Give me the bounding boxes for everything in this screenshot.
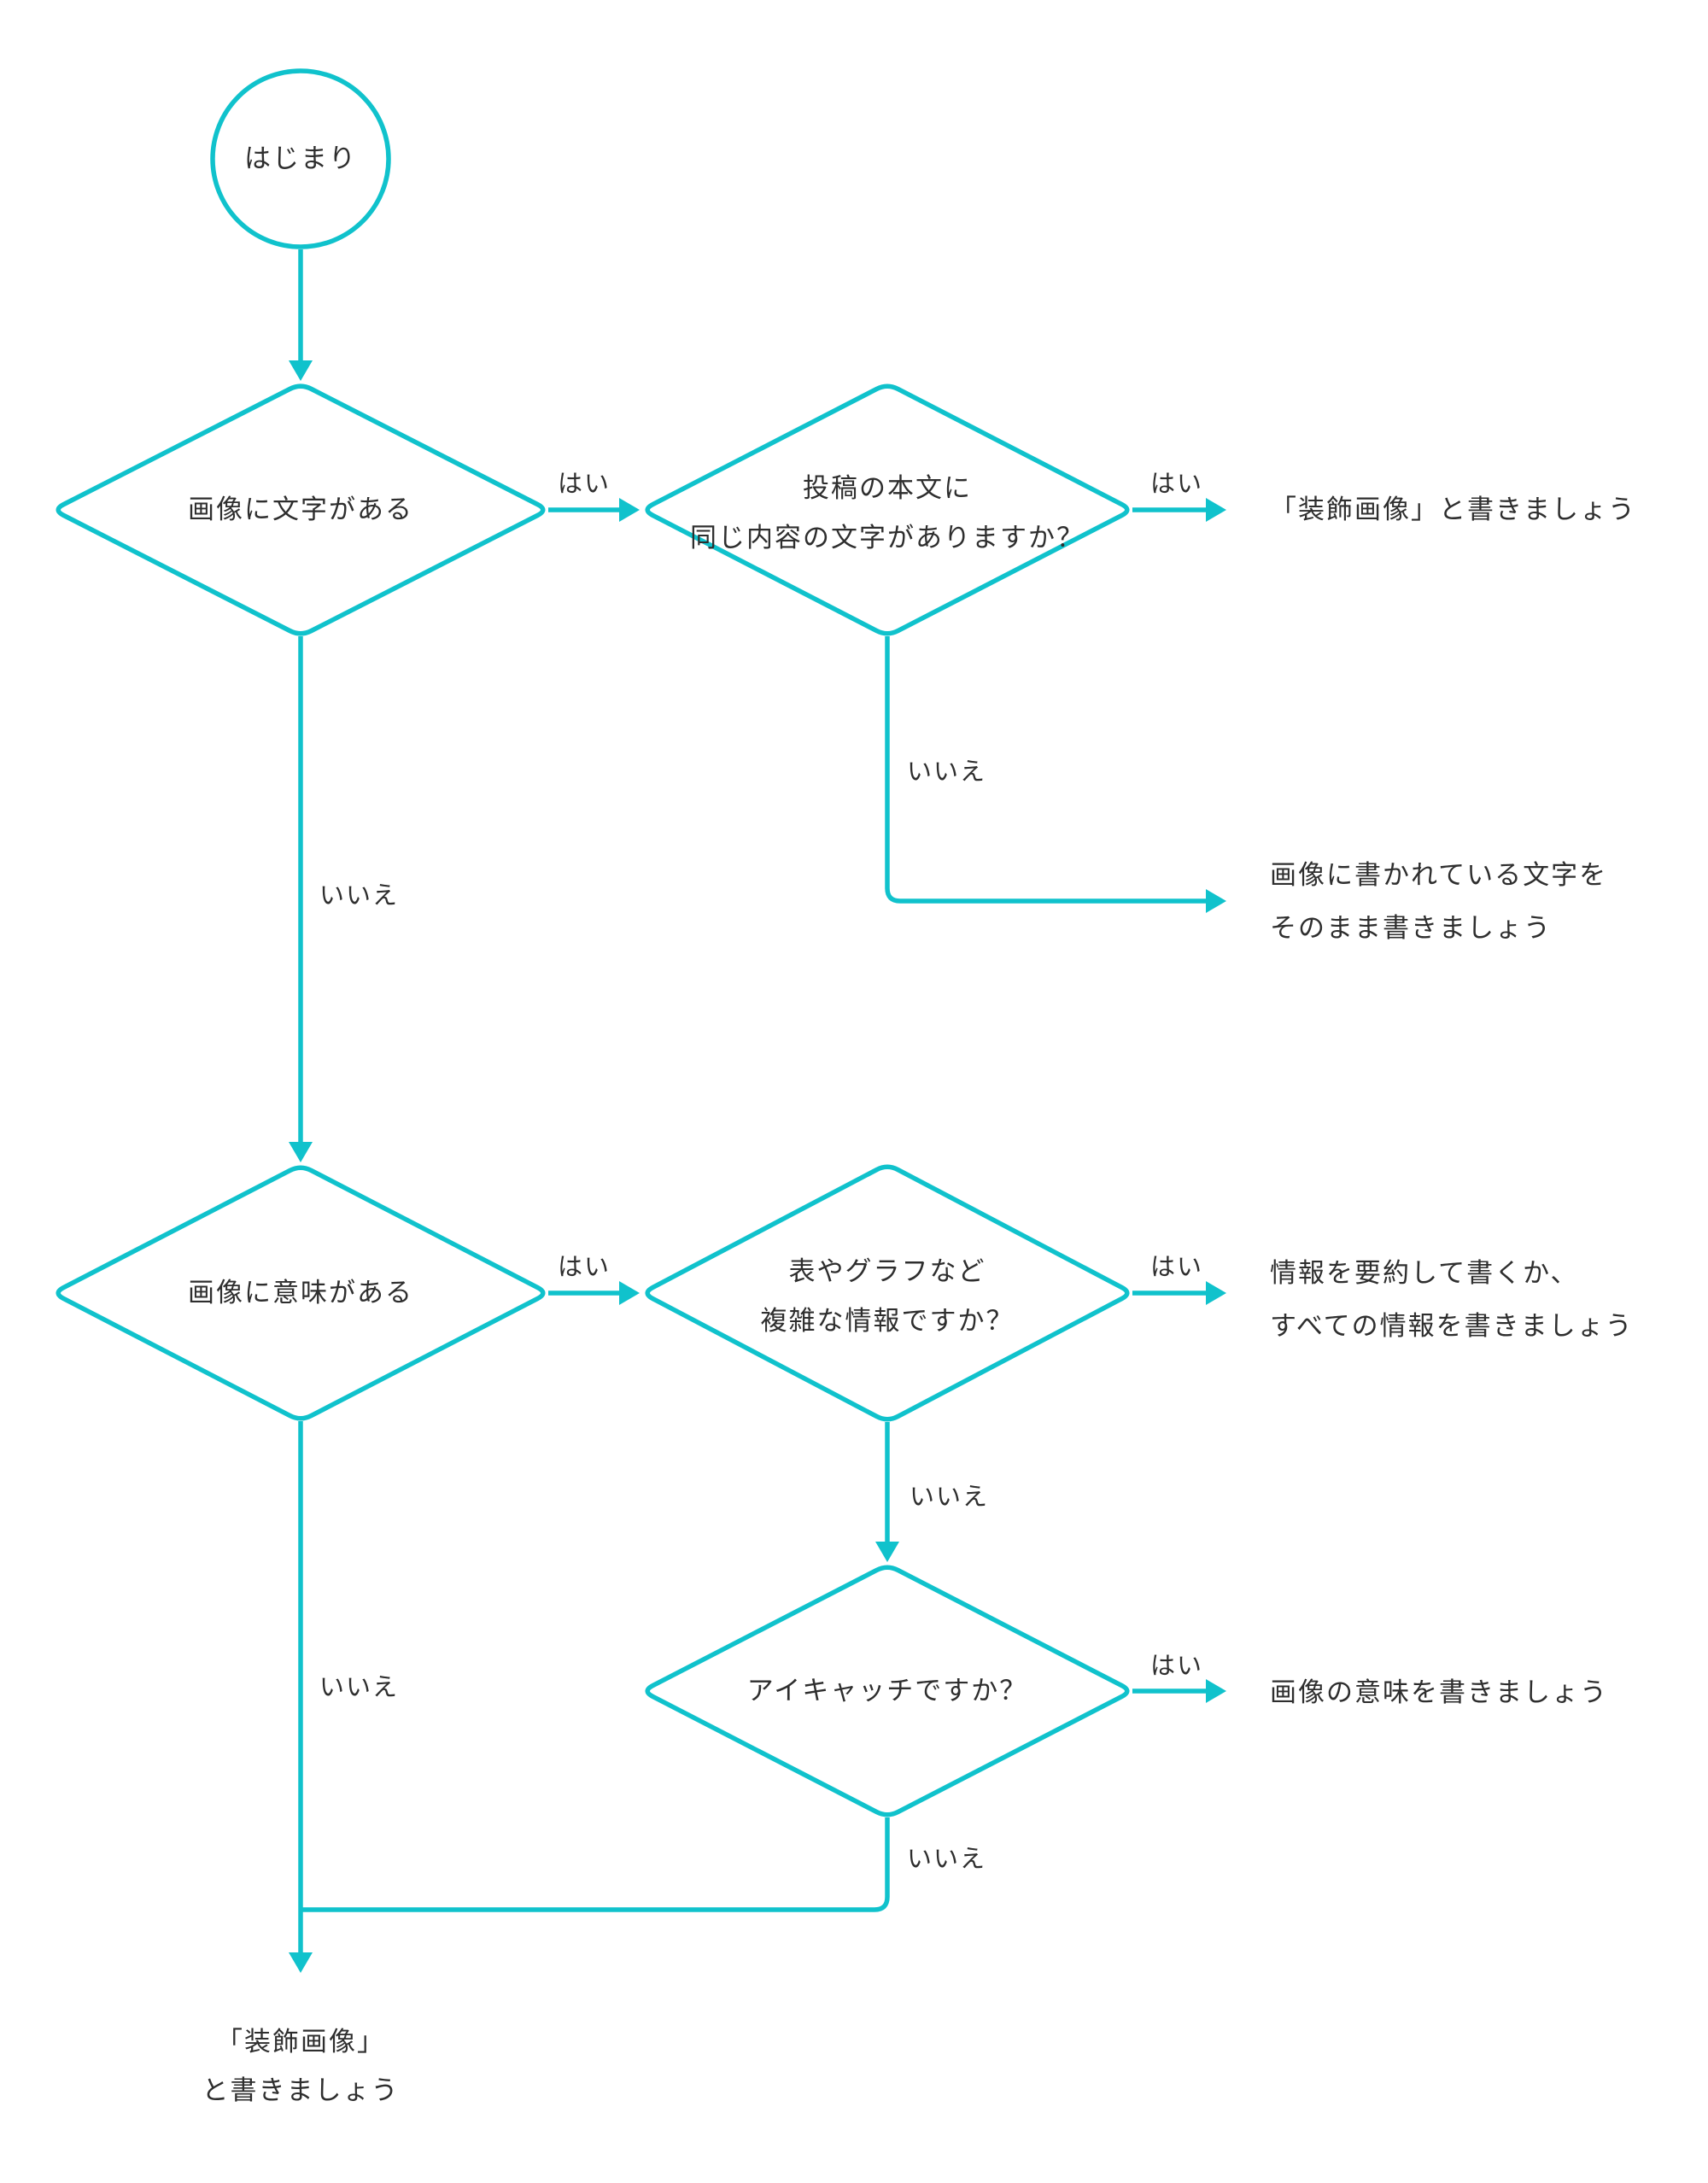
result-summarize-line1: 情報を要約して書くか、 bbox=[1270, 1258, 1578, 1289]
decision-has-text bbox=[56, 383, 546, 636]
label-yes-eye-catch: はい bbox=[1150, 1651, 1203, 1680]
decision-eye-catch-label: アイキャッチですか？ bbox=[747, 1676, 1027, 1706]
decision-has-meaning bbox=[56, 1165, 546, 1421]
result-verbatim-line1: 画像に書かれている文字を bbox=[1270, 860, 1607, 891]
decision-complex-info-line2: 複雑な情報ですか？ bbox=[761, 1306, 1015, 1337]
result-decorative-bottom-line1: 「装飾画像」 bbox=[216, 2027, 385, 2057]
label-yes-complex-info: はい bbox=[1150, 1252, 1203, 1281]
label-no-has-text: いいえ bbox=[319, 881, 399, 910]
label-yes-has-text: はい bbox=[558, 469, 611, 498]
label-no-eye-catch: いいえ bbox=[907, 1844, 986, 1873]
decision-has-text-label: 画像に文字がある bbox=[188, 495, 413, 525]
result-write-meaning: 画像の意味を書きましょう bbox=[1270, 1677, 1608, 1708]
result-decorative-top: 「装飾画像」と書きましょう bbox=[1270, 495, 1636, 525]
decision-same-text-line1: 投稿の本文に bbox=[803, 473, 972, 504]
decision-complex-info bbox=[645, 1164, 1130, 1422]
label-no-has-meaning: いいえ bbox=[319, 1672, 399, 1701]
decision-complex-info-line1: 表やグラフなど bbox=[789, 1256, 986, 1287]
edge-same-text-no bbox=[885, 636, 1226, 913]
result-verbatim-line2: そのまま書きましょう bbox=[1270, 913, 1552, 944]
decision-same-text-in-body bbox=[645, 383, 1130, 636]
result-summarize-line2: すべての情報を書きましょう bbox=[1270, 1311, 1634, 1342]
edge-eye-catch-no bbox=[301, 1817, 890, 1912]
decision-has-meaning-label: 画像に意味がある bbox=[188, 1278, 413, 1308]
start-label: はじまり bbox=[244, 143, 357, 174]
label-yes-has-meaning: はい bbox=[558, 1252, 611, 1281]
label-no-complex-info: いいえ bbox=[910, 1482, 989, 1511]
decision-same-text-line2: 同じ内容の文字がありますか？ bbox=[690, 523, 1085, 553]
result-decorative-bottom-line2: と書きましょう bbox=[202, 2075, 400, 2106]
label-no-same-text: いいえ bbox=[907, 757, 986, 786]
start-node bbox=[210, 68, 391, 249]
label-yes-same-text: はい bbox=[1150, 469, 1203, 498]
decision-eye-catch bbox=[645, 1565, 1130, 1817]
